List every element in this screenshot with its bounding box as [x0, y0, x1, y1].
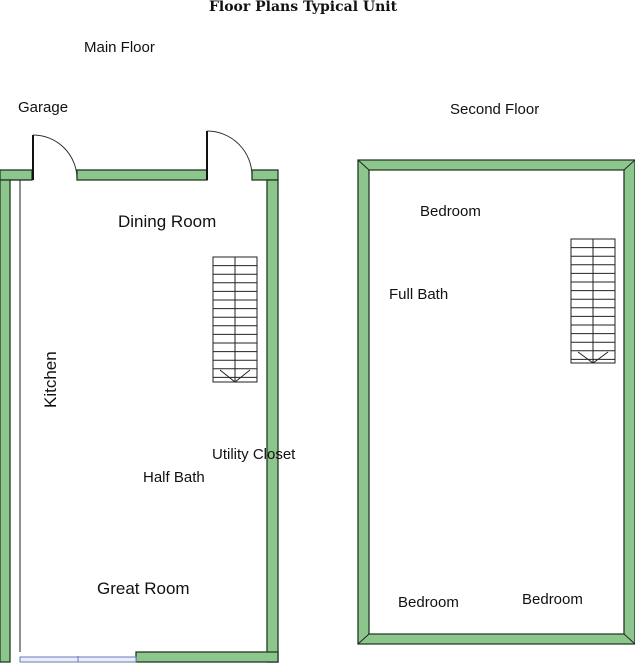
second-floor-heading: Second Floor: [450, 101, 539, 118]
bedroom-top-label: Bedroom: [420, 203, 481, 220]
bedroom-bottom-left-label: Bedroom: [398, 594, 459, 611]
dining-room-label: Dining Room: [118, 212, 216, 231]
main-floor-heading: Main Floor: [84, 39, 155, 56]
garage-label: Garage: [18, 99, 68, 116]
second-floor-walls: [357, 159, 635, 645]
kitchen-label: Kitchen: [41, 351, 60, 408]
utility-closet-label: Utility Closet: [212, 446, 296, 463]
main-floor-left-wall: [0, 179, 11, 663]
main-floor-top-wall-left: [0, 169, 33, 181]
garage-door: [32, 134, 78, 180]
full-bath-label: Full Bath: [389, 286, 448, 303]
second-floor-plan: Second Floor Bedroom Full Bath Bedroom B…: [357, 101, 635, 645]
main-floor-plan: Main Floor Garage Dining Room Kitchen Ut…: [0, 39, 296, 663]
main-floor-stairs: [212, 256, 258, 383]
main-floor-top-wall-right: [251, 169, 279, 181]
main-floor-bottom-wall: [135, 651, 279, 663]
page-title: Floor Plans Typical Unit: [209, 0, 398, 15]
bedroom-bottom-right-label: Bedroom: [522, 591, 583, 608]
main-floor-top-wall-middle: [76, 169, 208, 181]
main-floor-right-wall: [266, 179, 279, 663]
second-floor-stairs: [570, 238, 616, 364]
great-room-label: Great Room: [97, 579, 190, 598]
entry-door: [206, 130, 253, 180]
half-bath-label: Half Bath: [143, 469, 205, 486]
